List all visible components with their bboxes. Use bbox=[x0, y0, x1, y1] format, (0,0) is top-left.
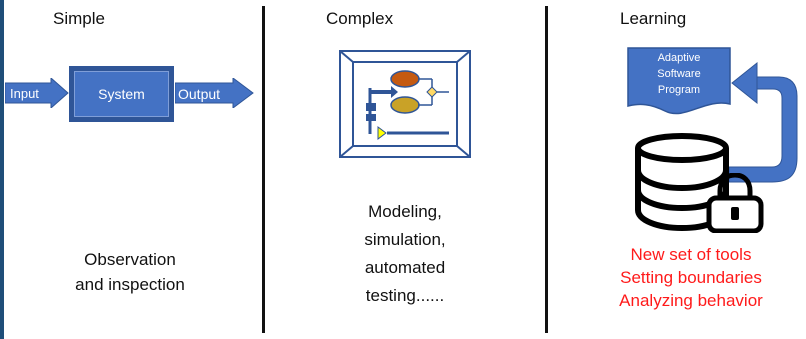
adaptive-program-line-2: Software bbox=[657, 68, 701, 80]
complex-caption-line-2: simulation, bbox=[364, 230, 446, 249]
left-accent-bar bbox=[0, 0, 4, 339]
learning-caption-line-2: Setting boundaries bbox=[620, 268, 762, 287]
column-divider-2 bbox=[545, 6, 548, 333]
input-arrow bbox=[5, 78, 69, 108]
output-label: Output bbox=[178, 86, 221, 102]
column-divider-1 bbox=[262, 6, 265, 333]
output-arrow bbox=[175, 78, 254, 108]
adaptive-program-line-1: Adaptive bbox=[657, 52, 701, 64]
simple-column-title: Simple bbox=[53, 9, 105, 28]
input-label: Input bbox=[10, 86, 39, 101]
learning-column-title: Learning bbox=[620, 9, 687, 28]
complex-column-title: Complex bbox=[326, 9, 394, 28]
learning-caption-line-1: New set of tools bbox=[630, 245, 752, 264]
lock-icon bbox=[706, 173, 764, 233]
adaptive-program-label: Adaptive Software Program bbox=[641, 50, 717, 98]
document-shape bbox=[627, 47, 731, 115]
complex-system-illustration bbox=[339, 50, 471, 158]
simple-caption: Observation and inspection bbox=[40, 247, 220, 297]
learning-caption: New set of tools Setting boundaries Anal… bbox=[603, 243, 779, 312]
simple-caption-line-1: Observation bbox=[84, 250, 176, 269]
simple-caption-line-2: and inspection bbox=[75, 275, 185, 294]
learning-caption-line-3: Analyzing behavior bbox=[619, 291, 763, 310]
adaptive-program-line-3: Program bbox=[657, 84, 701, 96]
complex-caption-line-1: Modeling, bbox=[368, 202, 442, 221]
complex-caption-line-3: automated bbox=[364, 258, 446, 277]
complex-caption: Modeling, simulation, automated testing.… bbox=[330, 198, 480, 310]
complex-caption-line-4: testing...... bbox=[365, 286, 445, 305]
system-label: System bbox=[98, 86, 145, 102]
system-box: System bbox=[69, 66, 174, 122]
database-icon bbox=[635, 133, 729, 232]
